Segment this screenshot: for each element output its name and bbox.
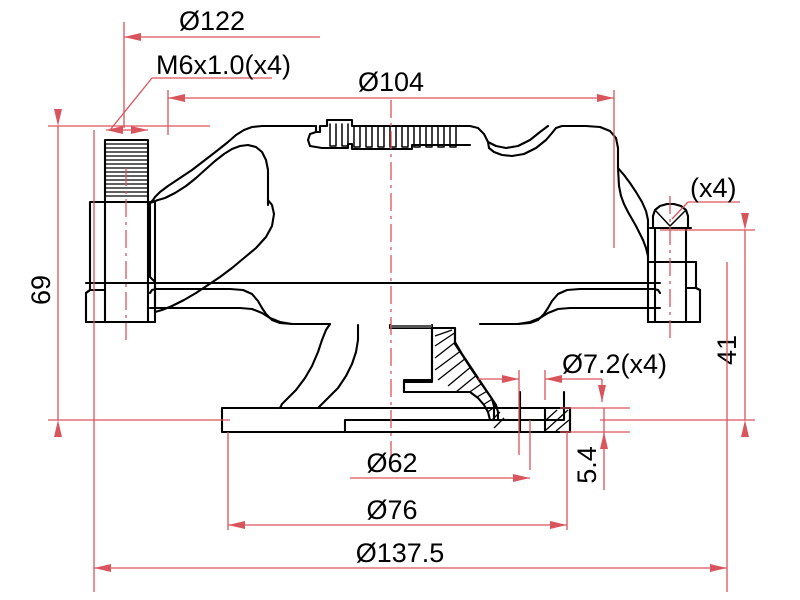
hub-top-recess-fill xyxy=(390,325,432,328)
dim-label-h54: 5.4 xyxy=(572,446,602,484)
arrow-m6-right xyxy=(131,126,148,134)
note-qty-x4: (x4) xyxy=(671,173,740,220)
dim-label-x4: (x4) xyxy=(690,173,737,203)
bottom-flange-inner-step xyxy=(343,418,500,434)
hub-cone-left-inner xyxy=(316,323,360,410)
arrow-m6-left xyxy=(106,126,123,134)
disc-body-left-web-inner xyxy=(148,306,294,326)
arrow-h41-top xyxy=(741,213,749,230)
note-m6-thread: M6x1.0(x4) xyxy=(106,50,291,134)
dim-label-d104: Ø104 xyxy=(358,67,424,97)
bolt-shank xyxy=(653,226,688,324)
arrow-d1375-left xyxy=(94,564,111,572)
dimension-d1375: Ø137.5 xyxy=(93,130,728,592)
arrow-h69-top xyxy=(54,109,62,126)
arrow-d1375-right xyxy=(710,564,727,572)
right-boss-step xyxy=(684,286,702,292)
dimension-h41: 41 xyxy=(600,213,755,437)
arrow-d104-right xyxy=(597,94,614,102)
housing-right-bottom-step xyxy=(641,238,650,264)
bolt-head-chamfer xyxy=(654,209,687,227)
disc-body-right-web xyxy=(478,287,662,326)
section-hatch-flange-mid xyxy=(491,411,505,429)
fin-base-line xyxy=(320,142,472,151)
housing-left-lower-profile xyxy=(153,198,276,314)
hub-cone-section-inner xyxy=(402,326,492,422)
dimension-h54: 5.4 xyxy=(560,407,630,490)
section-hatch-cone xyxy=(434,329,497,417)
leader-line-m6 xyxy=(109,77,153,131)
arrow-d62-right xyxy=(513,474,530,482)
cooling-fins-group xyxy=(329,123,457,148)
housing-right-lower-profile xyxy=(616,166,650,260)
housing-right-outline xyxy=(487,124,645,242)
disc-body-right-web-inner xyxy=(516,306,662,326)
dim-label-d76: Ø76 xyxy=(366,495,417,525)
dimension-d76: Ø76 xyxy=(227,432,568,530)
dim-label-m6: M6x1.0(x4) xyxy=(156,50,291,80)
dimension-d62: Ø62 xyxy=(350,420,531,482)
arrow-d76-right xyxy=(550,521,567,529)
housing-fin-block-outline xyxy=(314,118,491,150)
dimension-d104: Ø104 xyxy=(167,67,615,248)
arrow-d76-left xyxy=(228,521,245,529)
dim-label-d1375: Ø137.5 xyxy=(356,538,445,568)
bottom-flange-right-step xyxy=(496,406,522,434)
left-boss-step xyxy=(84,288,106,295)
dimension-d72: Ø7.2(x4) xyxy=(478,349,667,455)
arrow-d72-left xyxy=(502,375,519,383)
stud-shank xyxy=(103,200,150,324)
dim-label-h69: 69 xyxy=(26,275,56,305)
arrow-d72-right xyxy=(545,375,562,383)
dimension-h69: 69 xyxy=(26,109,230,437)
dim-label-d72: Ø7.2(x4) xyxy=(562,349,667,379)
dim-label-d122: Ø122 xyxy=(179,6,245,36)
section-hatch-flange-end xyxy=(545,409,570,432)
hub-cone-left-outer xyxy=(278,322,332,410)
left-boss-block xyxy=(84,200,157,324)
dim-label-d62: Ø62 xyxy=(366,448,417,478)
flange-right-end-block xyxy=(543,406,572,434)
arrow-d122-left xyxy=(124,33,141,41)
disc-body-left-web xyxy=(148,287,332,326)
arrow-d72-tick xyxy=(598,385,606,402)
arrow-h41-bottom xyxy=(741,420,749,437)
dimension-d122: Ø122 xyxy=(123,6,320,128)
leader-line-x4 xyxy=(671,201,689,220)
fin-left-tab xyxy=(306,130,324,150)
housing-left-inner-contour xyxy=(156,143,270,207)
part-geometry xyxy=(84,118,702,434)
housing-right-inner-contour xyxy=(486,124,550,150)
arrow-d104-left xyxy=(168,94,185,102)
arrow-h69-bottom xyxy=(54,420,62,437)
center-lines xyxy=(125,100,671,470)
